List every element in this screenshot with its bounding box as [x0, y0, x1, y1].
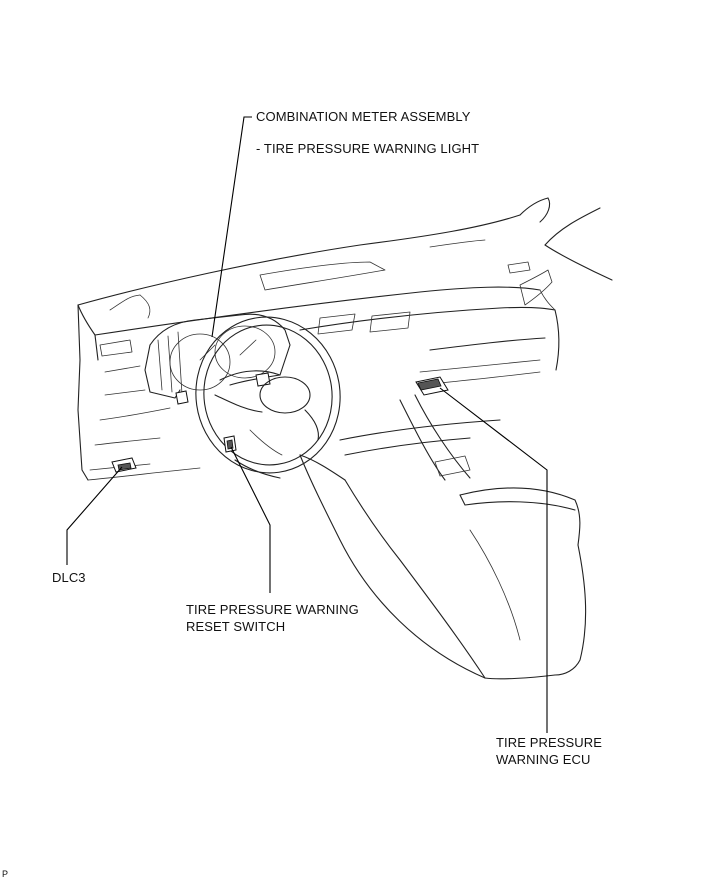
ecu-label-line2: WARNING ECU: [496, 752, 591, 767]
dlc3-label: DLC3: [52, 570, 86, 585]
reset-switch-label-line2: RESET SWITCH: [186, 619, 286, 634]
reset-switch-label-line1: TIRE PRESSURE WARNING: [186, 602, 359, 617]
ecu-leader: [439, 387, 548, 733]
reset-switch-part: [223, 435, 237, 453]
combination-meter-drawing: [144, 313, 291, 405]
leader-lines: [66, 116, 548, 733]
corner-code: P: [2, 869, 9, 879]
ecu-label-line1: TIRE PRESSURE: [496, 735, 603, 750]
dlc3-leader: [66, 466, 123, 565]
combination-meter-label: COMBINATION METER ASSEMBLY: [256, 109, 471, 124]
tire-pressure-warning-light-label: - TIRE PRESSURE WARNING LIGHT: [256, 141, 480, 156]
ecu-part: [415, 376, 449, 396]
meter-leader: [211, 116, 252, 338]
dlc3-part: [111, 457, 137, 473]
steering-wheel-drawing: [195, 316, 341, 479]
dashboard-outline: [77, 197, 613, 680]
reset-switch-leader: [230, 446, 271, 593]
